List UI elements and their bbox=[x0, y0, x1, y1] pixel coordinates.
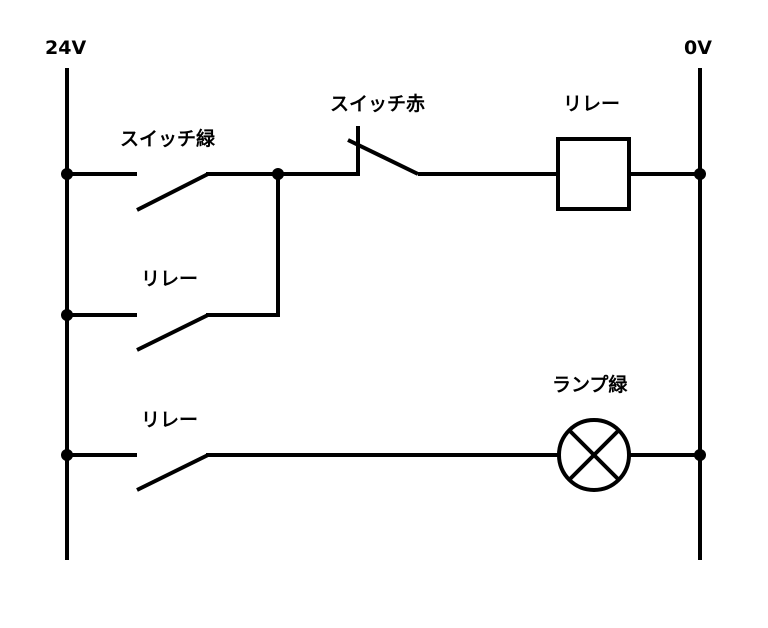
junction-dot bbox=[694, 168, 706, 180]
relay-hold-contact-label: リレー bbox=[141, 268, 198, 290]
right-rail-label: 0V bbox=[684, 37, 712, 59]
relay-coil bbox=[556, 137, 631, 211]
relay-lamp-contact-label: リレー bbox=[141, 409, 198, 431]
green-switch-label: スイッチ緑 bbox=[120, 127, 216, 150]
rung-2: リレー bbox=[61, 174, 280, 352]
relay-hold-contact bbox=[136, 313, 209, 352]
green-lamp-label: ランプ緑 bbox=[552, 373, 628, 396]
rung-1: スイッチ緑 スイッチ赤 リレー bbox=[61, 93, 706, 212]
rung-3: リレー ランプ緑 bbox=[61, 373, 706, 492]
red-switch-label: スイッチ赤 bbox=[330, 93, 425, 115]
no-contact-green-switch bbox=[136, 172, 209, 212]
nc-contact-red-switch bbox=[347, 138, 419, 176]
lamp-icon bbox=[557, 418, 631, 492]
relay-lamp-contact bbox=[136, 453, 209, 492]
relay-coil-label: リレー bbox=[563, 93, 620, 115]
wire bbox=[206, 174, 280, 317]
junction-dot bbox=[694, 449, 706, 461]
left-rail-label: 24V bbox=[45, 37, 86, 59]
